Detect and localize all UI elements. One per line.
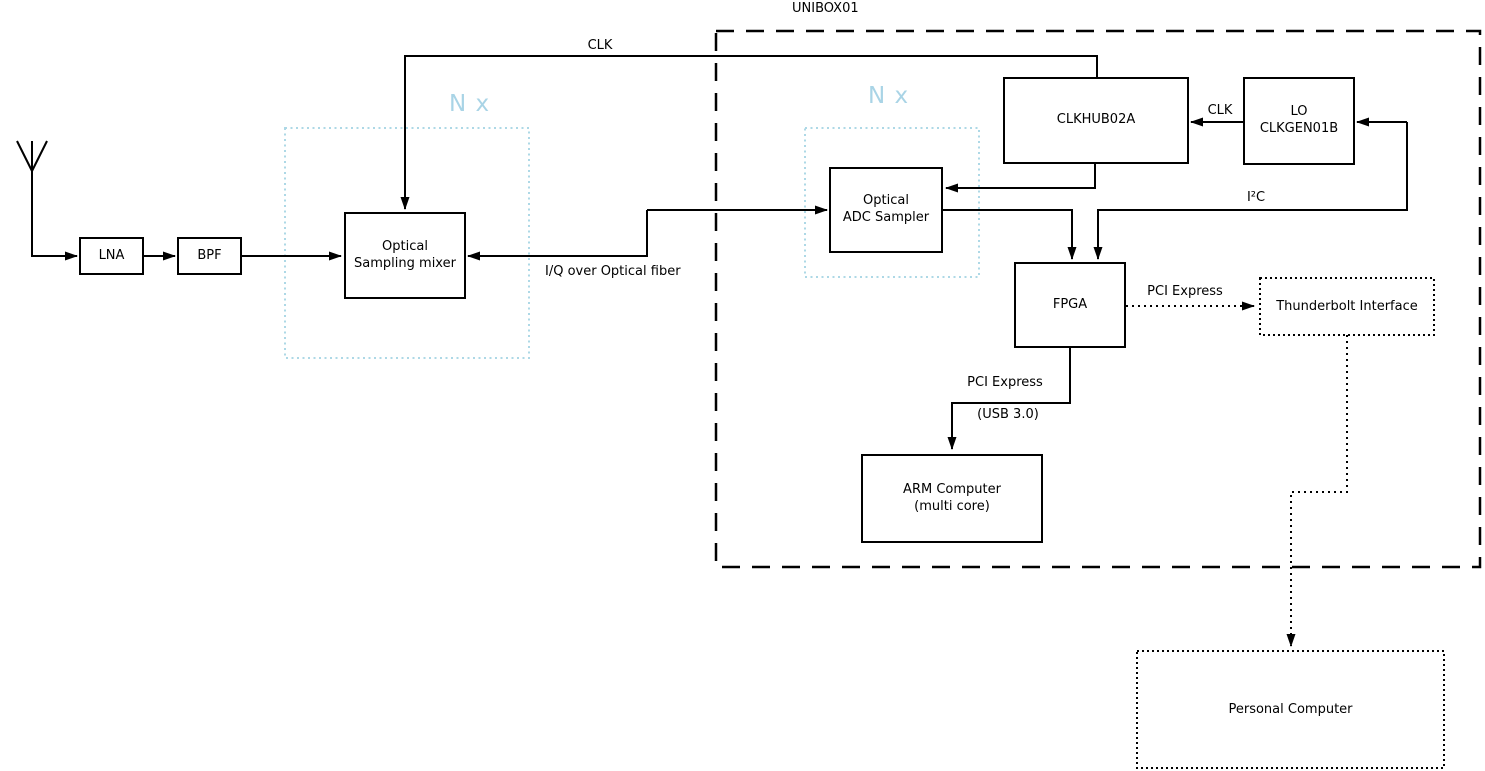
- thunderbolt-box-border: [1259, 277, 1435, 336]
- nx-label-left: N x: [449, 91, 491, 117]
- antenna-icon: [16, 140, 48, 172]
- i2c-line-to-fpga: [1093, 122, 1408, 260]
- pc-box-border: [1136, 650, 1445, 769]
- clkhub-adc-line: [945, 164, 1096, 193]
- pcie-arm-label: PCI Express: [967, 375, 1043, 390]
- clk-lo-label: CLK: [1207, 103, 1233, 118]
- thunderbolt-pc-dotted-line: [1286, 335, 1348, 647]
- antenna-lna-line: [31, 171, 78, 261]
- clk-top-label: CLK: [587, 38, 613, 53]
- fpga-arm-line: [947, 348, 1071, 450]
- iq-fiber-line-to-mixer: [467, 210, 648, 261]
- block-personal-computer: Personal Computer: [1228, 702, 1353, 717]
- block-lna: LNA: [79, 237, 144, 275]
- block-thunderbolt-interface: Thunderbolt Interface: [1276, 299, 1418, 314]
- i2c-label: I²C: [1246, 190, 1266, 205]
- block-optical-sampling-mixer: Optical Sampling mixer: [344, 212, 466, 299]
- nx-group-left-border: [284, 127, 530, 359]
- usb-label: (USB 3.0): [977, 407, 1039, 422]
- block-clkhub02a: CLKHUB02A: [1003, 77, 1189, 164]
- clk-line: [400, 55, 1098, 210]
- nx-label-right: N x: [868, 83, 910, 109]
- block-optical-adc-sampler: Optical ADC Sampler: [829, 167, 943, 253]
- adc-fpga-line: [943, 209, 1077, 260]
- block-lo-clkgen01b: LO CLKGEN01B: [1243, 77, 1355, 165]
- unibox-dashed-border: [714, 29, 1482, 569]
- iq-fiber-label: I/Q over Optical fiber: [545, 264, 681, 279]
- unibox-title: UNIBOX01: [792, 1, 859, 16]
- block-fpga: FPGA: [1014, 262, 1126, 348]
- block-bpf: BPF: [177, 237, 242, 275]
- nx-group-right-border: [804, 127, 980, 278]
- block-arm-computer: ARM Computer (multi core): [861, 454, 1043, 543]
- pcie-thunderbolt-label: PCI Express: [1147, 284, 1223, 299]
